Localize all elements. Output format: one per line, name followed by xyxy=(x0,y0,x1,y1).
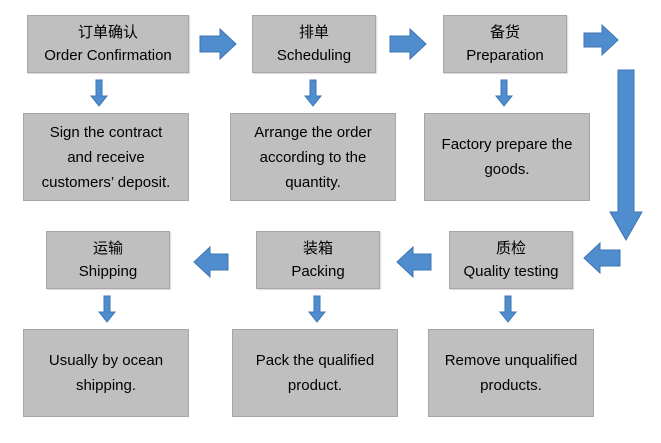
arrow-down-icon xyxy=(303,79,323,107)
step-packing: 装箱 Packing xyxy=(256,231,380,289)
step-order-confirmation: 订单确认 Order Confirmation xyxy=(27,15,189,73)
detail-scheduling: Arrange the order according to the quant… xyxy=(230,113,396,201)
arrow-down-icon xyxy=(89,79,109,107)
step-title-en: Order Confirmation xyxy=(44,47,172,64)
arrow-left-icon xyxy=(396,245,432,279)
detail-quality-testing: Remove unqualified products. xyxy=(428,329,594,417)
step-quality-testing: 质检 Quality testing xyxy=(449,231,573,289)
arrow-right-icon xyxy=(389,27,427,61)
step-preparation: 备货 Preparation xyxy=(443,15,567,73)
step-title-zh: 排单 xyxy=(298,23,329,41)
detail-line: Usually by ocean xyxy=(48,352,164,369)
arrow-right-icon xyxy=(199,27,237,61)
step-title-zh: 备货 xyxy=(489,23,520,41)
detail-line: product. xyxy=(287,377,343,394)
detail-order-confirmation: Sign the contract and receive customers’… xyxy=(23,113,189,201)
detail-line: Remove unqualified xyxy=(444,352,578,369)
detail-line: Pack the qualified xyxy=(255,352,375,369)
arrow-left-icon xyxy=(193,245,229,279)
detail-line: products. xyxy=(480,377,542,394)
step-title-zh: 装箱 xyxy=(302,239,333,257)
detail-preparation: Factory prepare the goods. xyxy=(424,113,590,201)
arrow-left-icon xyxy=(583,241,621,275)
step-title-en: Packing xyxy=(291,263,345,280)
step-title-en: Scheduling xyxy=(276,47,352,64)
arrow-down-icon xyxy=(97,295,117,323)
detail-line: quantity. xyxy=(285,173,341,191)
step-shipping: 运输 Shipping xyxy=(46,231,170,289)
detail-line: customers’ deposit. xyxy=(41,173,171,191)
arrow-down-icon xyxy=(498,295,518,323)
arrow-down-icon xyxy=(494,79,514,107)
arrow-down-icon xyxy=(609,69,643,242)
step-scheduling: 排单 Scheduling xyxy=(252,15,376,73)
detail-line: Arrange the order xyxy=(254,123,372,141)
detail-line: Factory prepare the xyxy=(441,136,573,153)
step-title-en: Quality testing xyxy=(463,263,559,280)
step-title-en: Preparation xyxy=(466,47,544,64)
step-title-en: Shipping xyxy=(78,263,138,280)
step-title-zh: 运输 xyxy=(92,239,123,257)
detail-line: Sign the contract xyxy=(49,123,163,141)
detail-line: goods. xyxy=(484,161,530,178)
detail-line: according to the xyxy=(259,148,367,166)
step-title-zh: 订单确认 xyxy=(77,23,138,41)
detail-line: and receive xyxy=(67,148,145,166)
arrow-down-icon xyxy=(307,295,327,323)
detail-packing: Pack the qualified product. xyxy=(232,329,398,417)
detail-line: shipping. xyxy=(75,377,137,394)
detail-shipping: Usually by ocean shipping. xyxy=(23,329,189,417)
step-title-zh: 质检 xyxy=(495,239,526,257)
arrow-right-icon xyxy=(583,23,619,57)
